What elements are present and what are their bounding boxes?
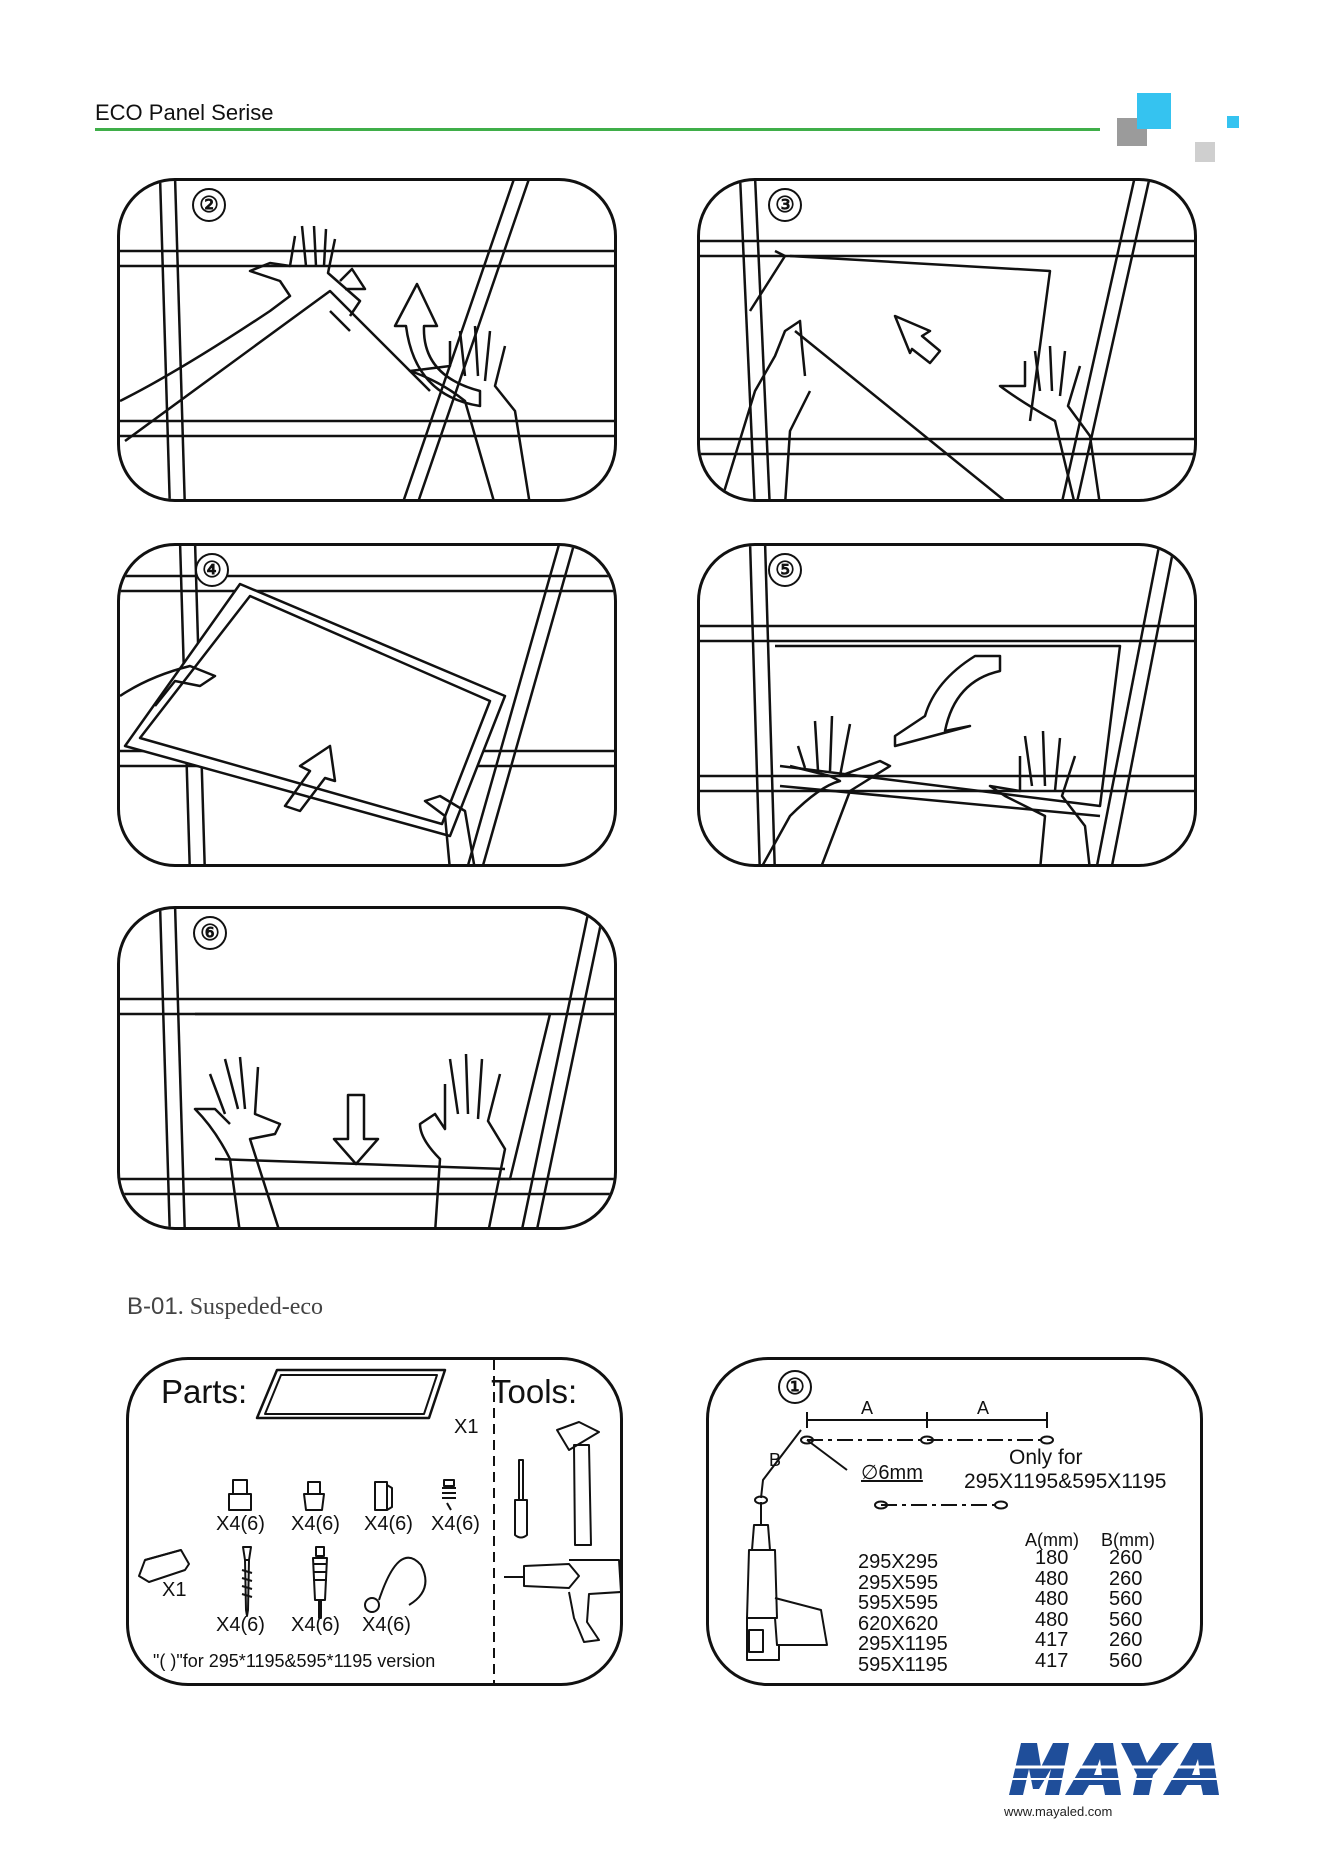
parts-tools-panel: Parts: Tools: X1 X4(6) X4(6) X4(6) X4(6)…	[126, 1357, 623, 1686]
step-4-illustration	[120, 546, 614, 864]
step-3-panel: ③	[697, 178, 1197, 502]
hole-diameter: ∅6mm	[861, 1462, 923, 1484]
table-header-b: B(mm)	[1101, 1530, 1155, 1550]
driver-box-icon	[138, 1549, 190, 1583]
table-a-column: 180 480 480 480 417 417	[1035, 1548, 1068, 1671]
table-row-a: 417	[1035, 1649, 1069, 1672]
table-row-b: 560	[1109, 1588, 1143, 1610]
led-panel-icon	[255, 1368, 447, 1420]
install-step-1-panel: ① A A B ∅6mm Only for 295X1195&595X1195 …	[706, 1357, 1203, 1686]
install-diagram	[746, 1412, 1054, 1661]
table-row-a: 417	[1035, 1629, 1069, 1651]
logo-square-cyan-small	[1227, 116, 1239, 128]
section-title: B-01. Suspeded-eco	[127, 1293, 323, 1321]
logo-square-gray-small	[1195, 142, 1215, 162]
logo-square-cyan-large	[1137, 93, 1171, 129]
step-2-illustration	[120, 181, 614, 499]
dimension-b: B	[769, 1450, 782, 1470]
table-row-b: 560	[1109, 1608, 1143, 1631]
table-row-a: 480	[1035, 1608, 1069, 1631]
table-b-column: 260 260 560 560 260 560	[1109, 1548, 1142, 1671]
bracket-qty-2: X4(6)	[291, 1513, 340, 1535]
table-row-b: 560	[1109, 1649, 1143, 1672]
bracket-qty-4: X4(6)	[431, 1513, 480, 1535]
table-header-a: A(mm)	[1025, 1530, 1079, 1550]
step-5-illustration	[700, 546, 1194, 864]
table-row-b: 260	[1109, 1567, 1143, 1590]
screw-qty: X4(6)	[216, 1614, 265, 1636]
brand-url: www.mayaled.com	[1004, 1804, 1113, 1819]
screwdriver-icon	[514, 1459, 528, 1539]
tools-label: Tools:	[491, 1373, 578, 1410]
step-6-number: ⑥	[193, 916, 227, 950]
maya-logo	[1005, 1743, 1223, 1795]
table-row-size: 595X1195	[858, 1653, 948, 1676]
drill-vertical-icon	[746, 1502, 828, 1661]
step-2-panel: ②	[117, 178, 617, 502]
table-row-size: 295X595	[858, 1571, 939, 1594]
table-row-b: 260	[1109, 1629, 1143, 1651]
install-step-number: ①	[778, 1370, 812, 1404]
note-line-1: Only for	[1009, 1446, 1083, 1469]
step-6-illustration	[120, 909, 614, 1227]
table-row-size: 295X1195	[858, 1633, 948, 1655]
table-row-a: 480	[1035, 1567, 1069, 1590]
anchor-qty: X4(6)	[291, 1614, 340, 1636]
screw-anchor-icons	[241, 1546, 427, 1619]
table-row-size: 595X595	[858, 1592, 939, 1614]
dimension-a-2: A	[977, 1398, 990, 1418]
section-name: . Suspeded-eco	[177, 1294, 323, 1320]
step-5-panel: ⑤	[697, 543, 1197, 867]
header-rule	[95, 128, 1100, 131]
step-3-illustration	[700, 181, 1194, 499]
step-6-panel: ⑥	[117, 906, 617, 1230]
bracket-qty-3: X4(6)	[364, 1513, 413, 1535]
cable-qty: X4(6)	[362, 1614, 411, 1636]
table-row-size: 620X620	[858, 1612, 939, 1635]
step-5-number: ⑤	[768, 553, 802, 587]
step-3-number: ③	[768, 188, 802, 222]
table-row-a: 180	[1035, 1547, 1069, 1569]
parts-footnote: "( )"for 295*1195&595*1195 version	[153, 1651, 436, 1671]
bracket-icons	[228, 1479, 456, 1511]
hammer-icon	[556, 1421, 600, 1546]
table-row-size: 295X295	[858, 1551, 939, 1573]
drill-icon	[504, 1559, 620, 1643]
bracket-qty-1: X4(6)	[216, 1513, 265, 1535]
table-size-column: 295X295 295X595 595X595 620X620 295X1195…	[858, 1552, 948, 1675]
note-line-2: 295X1195&595X1195	[964, 1470, 1167, 1493]
table-row-b: 260	[1109, 1547, 1143, 1569]
table-row-a: 480	[1035, 1588, 1069, 1610]
dimension-a-1: A	[861, 1398, 874, 1418]
panel-quantity: X1	[454, 1416, 479, 1438]
parts-tools-illustrations	[138, 1360, 620, 1683]
step-4-panel: ④	[117, 543, 617, 867]
step-2-number: ②	[192, 188, 226, 222]
parts-label: Parts:	[161, 1373, 248, 1410]
section-code: B-01	[127, 1293, 178, 1320]
step-4-number: ④	[195, 553, 229, 587]
driver-quantity: X1	[162, 1579, 187, 1601]
document-header-title: ECO Panel Serise	[95, 100, 274, 125]
